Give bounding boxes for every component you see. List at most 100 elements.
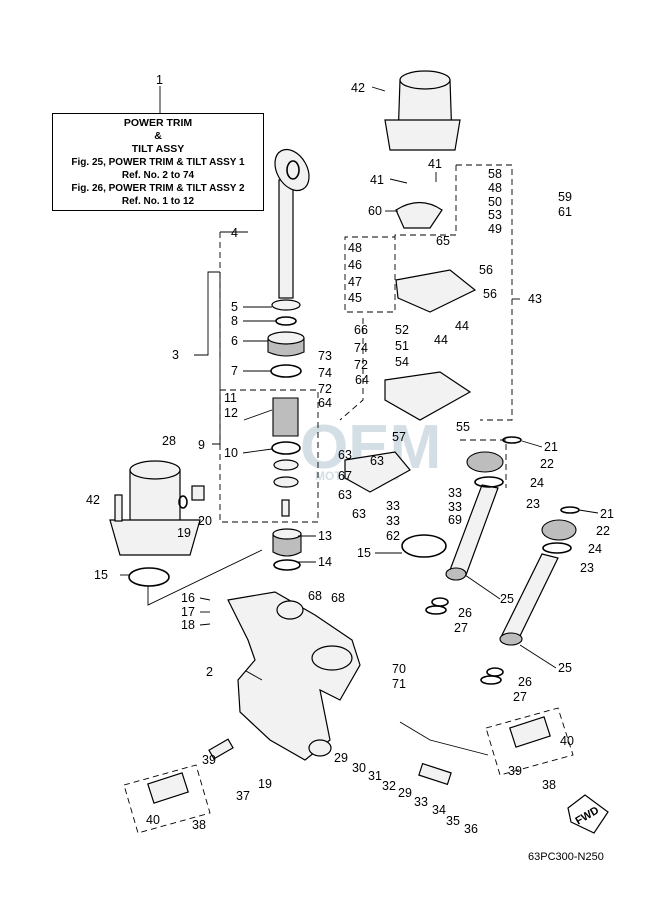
group-box-38-left [123,764,211,834]
callout-63-a: 63 [338,448,352,462]
ref-title-2: & [154,129,162,142]
motor-28-top [129,460,181,480]
callout-22-lower: 22 [596,524,610,538]
callout-41-right: 41 [428,157,442,171]
callout-3: 3 [172,348,179,362]
leader-9 [212,272,221,445]
pump-block-upper [395,269,477,313]
callout-9: 9 [198,438,205,452]
callout-33-e: 33 [414,795,428,809]
callout-48-left: 48 [348,241,362,255]
callout-72-a: 72 [354,358,368,372]
part-15-right [401,534,447,558]
part-7 [270,364,302,378]
callout-69: 69 [448,513,462,527]
callout-26-lower: 26 [518,675,532,689]
part-14 [273,559,301,571]
part-6-top [267,331,305,345]
callout-42-top: 42 [351,81,365,95]
callout-50: 50 [488,195,502,209]
callout-55: 55 [456,420,470,434]
piston [272,397,299,437]
cylinder-lower-cap [499,632,523,646]
callout-38-right: 38 [542,778,556,792]
callout-29-b: 29 [398,786,412,800]
callout-34: 34 [432,803,446,817]
callout-60: 60 [368,204,382,218]
callout-66: 66 [354,323,368,337]
callout-2: 2 [206,665,213,679]
callout-63-b: 63 [370,454,384,468]
callout-72-b: 72 [318,382,332,396]
part-21-upper [502,436,522,444]
group-box-64 [339,318,364,421]
callout-27-upper: 27 [454,621,468,635]
callout-30: 30 [352,761,366,775]
callout-40-right: 40 [560,734,574,748]
callout-23-upper: 23 [526,497,540,511]
piston-bolt [281,499,290,517]
callout-33-a: 33 [386,499,400,513]
callout-22-upper: 22 [540,457,554,471]
part-24-lower [541,519,577,541]
callout-10: 10 [224,446,238,460]
callout-46: 46 [348,258,362,272]
part-34 [418,762,452,786]
callout-19-bottom: 19 [258,777,272,791]
callout-49: 49 [488,222,502,236]
callout-11: 11 [224,391,237,405]
part-27-lower [480,675,502,685]
callout-21-lower: 21 [600,507,614,521]
tilt-rod-shaft [278,179,294,299]
callout-13: 13 [318,529,332,543]
callout-28: 28 [162,434,176,448]
part-19-ring [178,495,188,509]
callout-43: 43 [528,292,542,306]
callout-74-b: 74 [318,366,332,380]
callout-54: 54 [395,355,409,369]
callout-19-top: 19 [177,526,191,540]
callout-57: 57 [392,430,406,444]
group-box-21-24 [460,439,507,488]
piston-disc-1 [273,459,299,471]
ref-fig25: Fig. 25, POWER TRIM & TILT ASSY 1 [71,156,245,168]
callout-45: 45 [348,291,362,305]
part-37 [208,738,234,760]
motor-28-flange [109,519,201,556]
callout-44-a: 44 [455,319,469,333]
callout-12: 12 [224,406,238,420]
part-40-left [147,772,189,804]
callout-29-a: 29 [334,751,348,765]
main-body-outlet [308,739,332,757]
part-23-lower [542,542,572,554]
callout-15-left: 15 [94,568,108,582]
tilt-rod-eye [274,148,310,192]
callout-15-right: 15 [357,546,371,560]
group-box-43 [456,164,513,421]
part-24-upper [466,451,504,473]
callout-5: 5 [231,300,238,314]
ref-no26: Ref. No. 1 to 12 [121,195,195,207]
callout-48-right: 48 [488,181,502,195]
callout-74-a: 74 [354,341,368,355]
part-21-lower [560,506,580,514]
callout-1: 1 [156,73,163,87]
part-13-top [272,528,302,540]
callout-6: 6 [231,334,238,348]
callout-51: 51 [395,339,409,353]
ref-no25: Ref. No. 2 to 74 [121,169,195,181]
ref-title-3: TILT ASSY [131,142,185,155]
part-60 [395,201,443,229]
callout-17: 17 [181,605,195,619]
part-8 [275,316,297,326]
part-5 [271,299,301,311]
cylinder-lower [480,553,559,685]
callout-64-a: 64 [355,373,369,387]
main-body [227,591,361,761]
part-40-right [509,716,551,748]
callout-37: 37 [236,789,250,803]
part-27-upper [425,605,447,615]
group-box-9 [219,389,319,523]
main-body-bore [276,600,304,620]
